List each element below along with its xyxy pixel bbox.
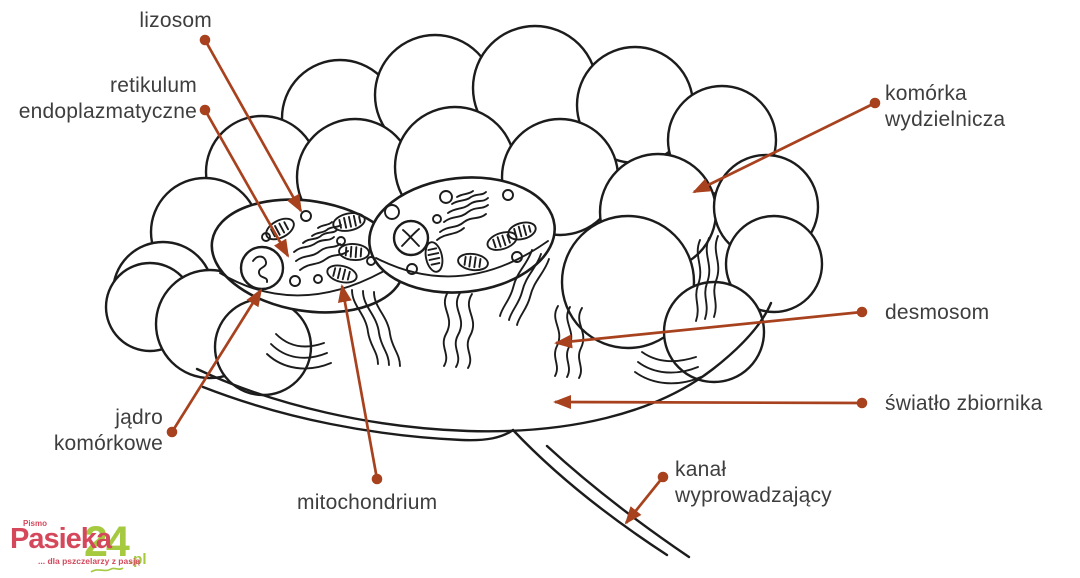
- leader-swiatlo-zbiornika: [553, 395, 868, 410]
- leader-retikulum: [199, 104, 290, 258]
- logo-name-text: Pasieka: [10, 523, 112, 555]
- cell-nucleus: [392, 219, 430, 257]
- chromatin-squiggle: [401, 228, 420, 247]
- label-text: wydzielnicza: [885, 108, 1006, 131]
- logo-tagline-text: ... dla pszczelarzy z pasją: [38, 556, 141, 566]
- microvilli-strands: [266, 235, 720, 385]
- label-text: jądro: [115, 406, 163, 429]
- leader-dot: [869, 97, 881, 109]
- lysosome-vesicles: [384, 189, 523, 275]
- leader-komorka-wydzielnicza: [692, 97, 881, 194]
- label-swiatlo-zbiornika: światło zbiornika: [885, 391, 1042, 417]
- chromatin-squiggle: [252, 255, 268, 283]
- secretory-cell-lobe: [724, 214, 824, 314]
- leader-jadro-komorkowe: [166, 288, 263, 438]
- label-kanal-wyprowadzajacy: kanał wyprowadzający: [675, 457, 832, 509]
- logo-pismo-text: Pismo: [23, 519, 48, 528]
- excretory-duct: [511, 428, 691, 559]
- leader-kanal-wyprowadzajacy: [624, 471, 669, 525]
- label-lizosom: lizosom: [52, 8, 212, 34]
- mitochondrion: [424, 241, 444, 273]
- label-text: komórka: [885, 82, 967, 105]
- label-text: desmosom: [885, 301, 990, 324]
- logo-flourish: [90, 567, 124, 573]
- reservoir-wall: [195, 301, 773, 442]
- leader-mitochondrium: [337, 284, 383, 485]
- label-jadro-komorkowe: jądro komórkowe: [12, 405, 163, 457]
- label-retikulum-endoplazmatyczne: retikulum endoplazmatyczne: [0, 73, 197, 125]
- leader-dot: [856, 397, 868, 409]
- label-text: światło zbiornika: [885, 392, 1043, 415]
- secretory-cell-lobe: [560, 214, 696, 350]
- mitochondrion: [326, 264, 358, 284]
- inner-membrane: [375, 240, 549, 278]
- pasieka24-logo: Pismo Pasieka 24 .pl ... dla pszczelarzy…: [10, 517, 180, 577]
- leader-dot: [199, 34, 211, 46]
- inner-membrane: [219, 263, 397, 297]
- label-komorka-wydzielnicza: komórka wydzielnicza: [885, 81, 1005, 133]
- mitochondrion: [265, 217, 295, 241]
- mitochondrion: [332, 212, 366, 232]
- leader-lizosom: [199, 34, 303, 213]
- leader-dot: [371, 473, 383, 485]
- label-text: lizosom: [139, 9, 212, 32]
- label-text: endoplazmatyczne: [18, 100, 197, 123]
- label-text: retikulum: [110, 74, 197, 97]
- label-text: wyprowadzający: [675, 484, 832, 507]
- mitochondrion: [507, 221, 537, 241]
- mitochondrion: [457, 252, 489, 272]
- secretory-cell-lobe: [213, 297, 313, 397]
- leader-dot: [199, 104, 211, 116]
- leader-desmosom: [554, 306, 868, 349]
- label-mitochondrium: mitochondrium: [297, 490, 437, 516]
- label-desmosom: desmosom: [885, 300, 989, 326]
- endoplasmic-reticulum: [293, 221, 349, 271]
- endoplasmic-reticulum: [436, 190, 489, 241]
- label-text: mitochondrium: [297, 491, 438, 514]
- leader-dot: [856, 306, 868, 318]
- label-text: kanał: [675, 458, 727, 481]
- left-cell-cutaway: [210, 198, 406, 314]
- leader-dot: [657, 471, 669, 483]
- logo-number-text: 24: [84, 518, 130, 566]
- right-cell-cutaway: [368, 176, 556, 294]
- leader-dot: [166, 426, 178, 438]
- annotations: [166, 34, 881, 525]
- label-text: komórkowe: [53, 432, 163, 455]
- mitochondrion: [338, 243, 370, 261]
- logo-tld-text: .pl: [129, 551, 147, 568]
